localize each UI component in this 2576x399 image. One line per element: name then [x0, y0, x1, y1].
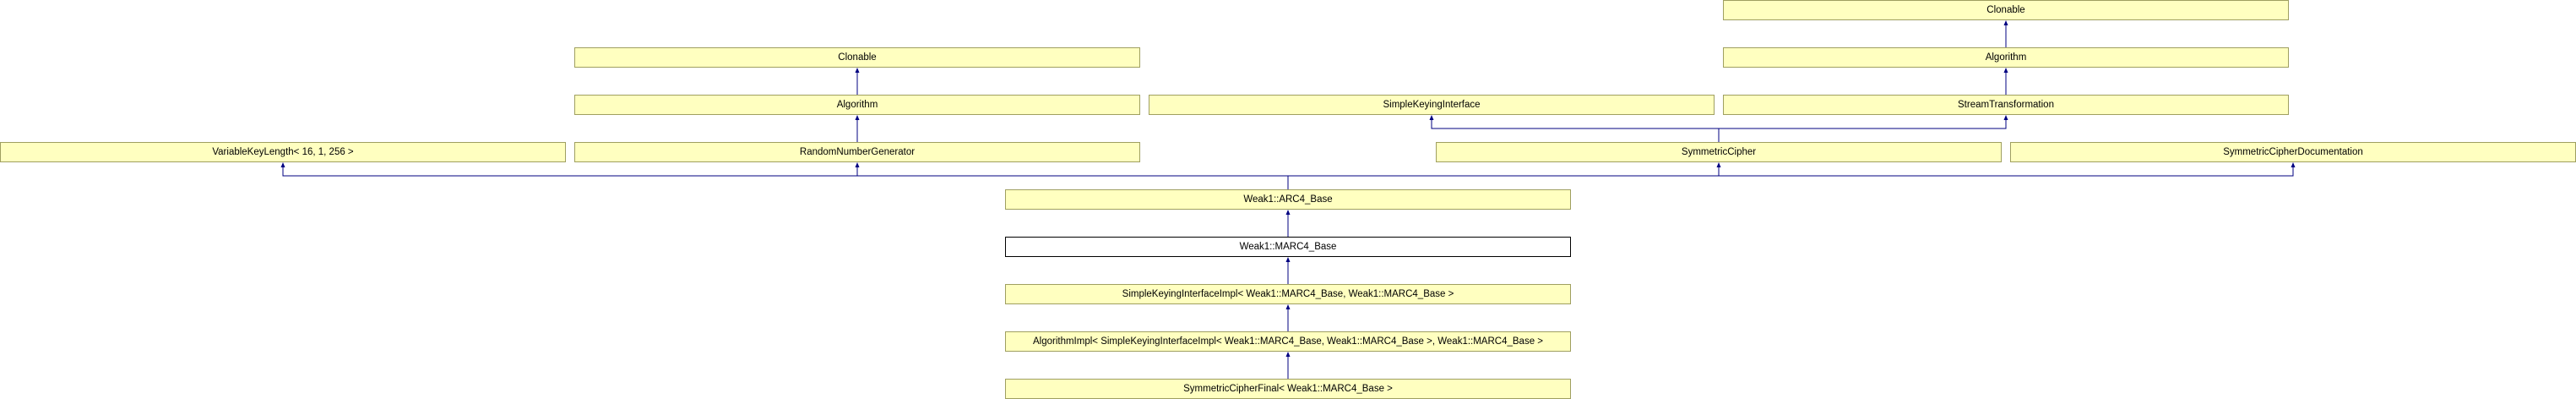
arrowhead-icon — [855, 115, 860, 120]
node-algorithm-left[interactable]: Algorithm — [574, 95, 1140, 115]
arrowhead-icon — [855, 68, 860, 73]
node-stream-transformation[interactable]: StreamTransformation — [1723, 95, 2289, 115]
node-symmetric-cipher-final[interactable]: SymmetricCipherFinal< Weak1::MARC4_Base … — [1005, 379, 1571, 399]
arrowhead-icon — [2003, 115, 2008, 120]
arrowhead-icon — [1285, 352, 1291, 357]
arrowhead-icon — [2291, 162, 2296, 167]
node-random-number-generator[interactable]: RandomNumberGenerator — [574, 142, 1140, 162]
node-clonable-right[interactable]: Clonable — [1723, 0, 2289, 20]
edge-symmetric_cipher-to-stream_transformation — [1718, 118, 2007, 142]
node-marc4-base-current: Weak1::MARC4_Base — [1005, 237, 1571, 257]
node-simple-keying-interface[interactable]: SimpleKeyingInterface — [1149, 95, 1715, 115]
edge-arc4_base-to-variable_key_length — [282, 166, 1289, 189]
edge-arc4_base-to-random_number_generator — [856, 166, 1289, 189]
node-arc4-base[interactable]: Weak1::ARC4_Base — [1005, 189, 1571, 210]
node-clonable-left[interactable]: Clonable — [574, 47, 1140, 68]
edge-arc4_base-to-symmetric_cipher_documentation — [1287, 166, 2294, 189]
node-algorithm-right[interactable]: Algorithm — [1723, 47, 2289, 68]
arrowhead-icon — [2003, 20, 2008, 25]
arrowhead-icon — [280, 162, 285, 167]
edge-arc4_base-to-symmetric_cipher — [1287, 166, 1720, 189]
arrowhead-icon — [1285, 304, 1291, 309]
arrowhead-icon — [1285, 257, 1291, 262]
arrowhead-icon — [1285, 210, 1291, 215]
arrowhead-icon — [1429, 115, 1434, 120]
node-simple-keying-interface-impl[interactable]: SimpleKeyingInterfaceImpl< Weak1::MARC4_… — [1005, 284, 1571, 304]
arrowhead-icon — [2003, 68, 2008, 73]
arrowhead-icon — [1716, 162, 1721, 167]
node-variable-key-length[interactable]: VariableKeyLength< 16, 1, 256 > — [0, 142, 566, 162]
node-symmetric-cipher[interactable]: SymmetricCipher — [1436, 142, 2002, 162]
arrowhead-icon — [855, 162, 860, 167]
edge-symmetric_cipher-to-simple_keying_interface — [1431, 118, 1720, 142]
node-algorithm-impl[interactable]: AlgorithmImpl< SimpleKeyingInterfaceImpl… — [1005, 331, 1571, 352]
node-symmetric-cipher-documentation[interactable]: SymmetricCipherDocumentation — [2010, 142, 2576, 162]
